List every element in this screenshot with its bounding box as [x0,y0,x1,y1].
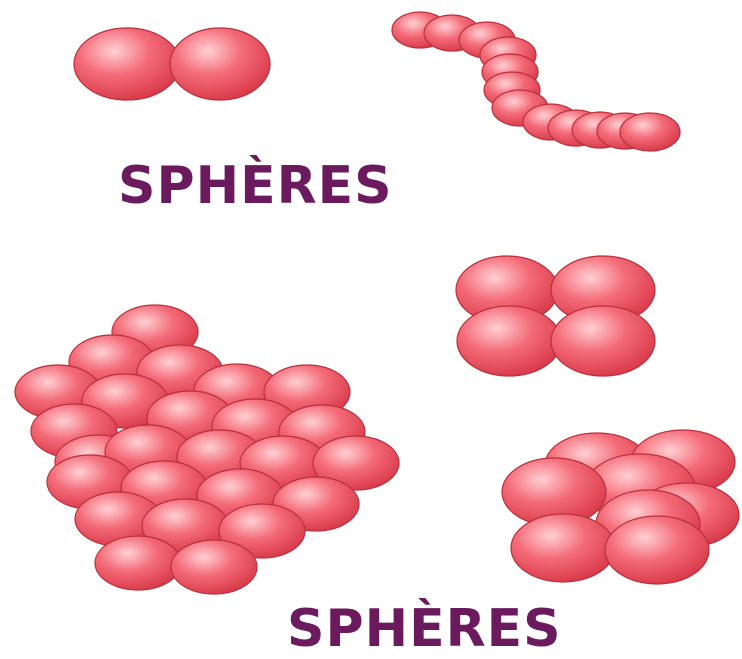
cluster-streptococcus-chain [392,12,680,151]
cluster-tetrad [456,256,655,376]
cluster-staphylococcus [15,305,399,594]
caption-bottom: SPHÈRES [287,603,562,655]
staphylococcus-cluster-cell [171,540,257,594]
streptococcus-chain-cell [620,113,680,151]
staphylococcus-cluster-cell [95,536,181,590]
diplococcus-cell [170,28,270,100]
cluster-diplococcus [74,28,270,100]
sarcina-cell [605,516,709,584]
caption-top: SPHÈRES [118,160,393,212]
tetrad-cell [457,306,561,376]
sarcina-cell [511,514,615,582]
diplococcus-cell [74,28,180,100]
cluster-sarcina [502,430,739,584]
tetrad-cell [551,306,655,376]
